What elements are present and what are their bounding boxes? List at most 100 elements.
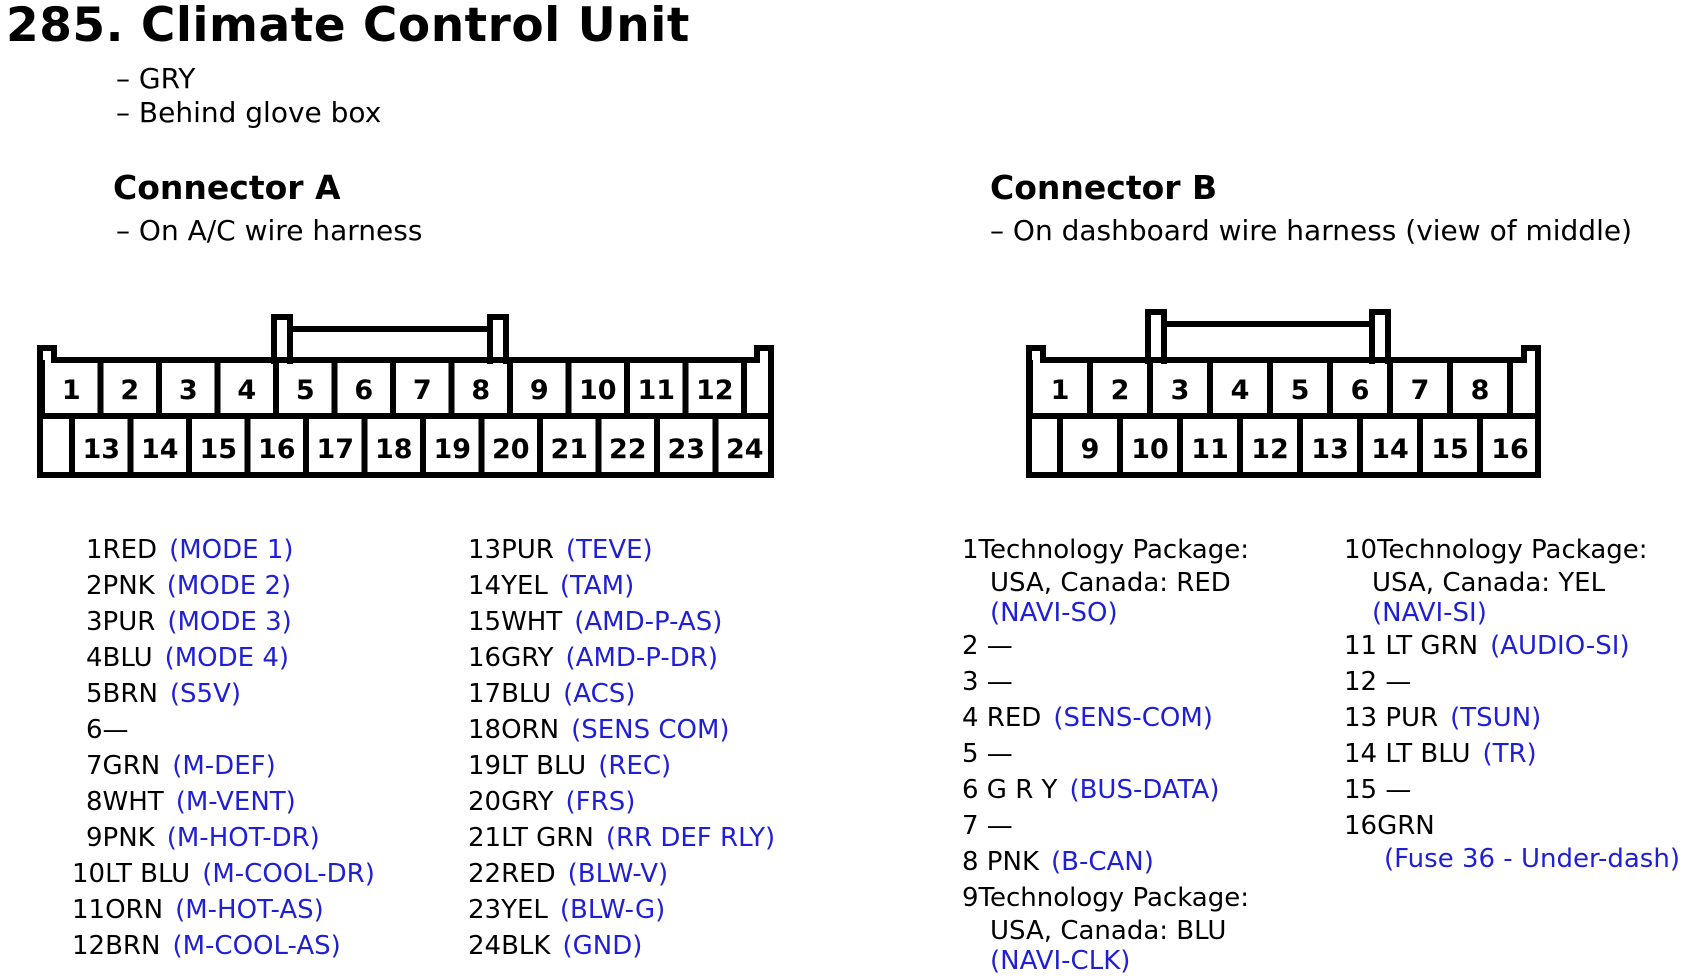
pin-row: 11 LT GRN(AUDIO-SI) [1344, 628, 1680, 664]
connector-a-pin-14: 14 [141, 434, 179, 465]
pin-number: 15 [468, 607, 502, 637]
wire-color: — [978, 811, 1013, 841]
pin-row-continued: USA, Canada: RED [962, 568, 1249, 598]
pin-number: 13 [468, 535, 502, 565]
pin-row: 21LT GRN(RR DEF RLY) [468, 820, 775, 856]
pin-number: 2 [86, 571, 103, 601]
signal-name: (ACS) [563, 679, 636, 709]
pin-number: 8 [86, 787, 103, 817]
pin-row-continued: USA, Canada: BLU [962, 916, 1249, 946]
pin-number: 1 [86, 535, 103, 565]
connector-a-pin-12: 12 [696, 375, 734, 406]
wire-color: GRN [102, 751, 161, 781]
wire-color: — [1377, 667, 1412, 697]
connector-a-pin-9: 9 [530, 375, 549, 406]
pin-row: 18ORN(SENS COM) [468, 712, 775, 748]
wire-color: PUR [1377, 703, 1439, 733]
connector-a-pin-22: 22 [609, 434, 647, 465]
pin-row: 16GRN [1344, 808, 1680, 844]
wire-color: WHT [501, 607, 563, 637]
connector-a-pin-8: 8 [471, 375, 490, 406]
signal-name: (GND) [562, 931, 643, 961]
wire-color: LT BLU [105, 859, 191, 889]
connector-a-pin-17: 17 [316, 434, 354, 465]
wire-color: LT GRN [1377, 631, 1479, 661]
signal-name: (TEVE) [565, 535, 653, 565]
pin-row: 19LT BLU(REC) [468, 748, 775, 784]
wire-color: G R Y [978, 775, 1058, 805]
pin-row: 7 — [962, 808, 1249, 844]
wire-color: GRY [501, 787, 554, 817]
pin-number: 3 [86, 607, 103, 637]
connector-b-pin-15: 15 [1431, 434, 1469, 465]
signal-name: (SENS COM) [571, 715, 730, 745]
wire-color: YEL [501, 571, 548, 601]
wire-color: BRN [105, 931, 161, 961]
wire-color: PNK [102, 823, 155, 853]
pin-number: 10 [1344, 535, 1378, 565]
connector-b-pin-13: 13 [1311, 434, 1349, 465]
connector-a-pin-list-left: 1RED(MODE 1)2PNK(MODE 2)3PUR(MODE 3)4BLU… [72, 532, 375, 964]
pin-number: 11 [72, 895, 106, 925]
pin-row: 10Technology Package: [1344, 532, 1680, 568]
connector-b-pin-9: 9 [1081, 434, 1100, 465]
pin-row: 8WHT(M-VENT) [72, 784, 375, 820]
pin-row: 5BRN(S5V) [72, 676, 375, 712]
signal-name: (AMD-P-DR) [565, 643, 719, 673]
pin-number: 2 [962, 631, 979, 661]
pin-row: 20GRY(FRS) [468, 784, 775, 820]
signal-name: (M-HOT-DR) [166, 823, 320, 853]
pin-number: 17 [468, 679, 502, 709]
signal-name: (MODE 2) [166, 571, 292, 601]
pin-number: 6 [962, 775, 979, 805]
signal-name: (MODE 3) [167, 607, 292, 637]
pin-number: 4 [86, 643, 103, 673]
wire-color: PNK [102, 571, 155, 601]
signal-name: (M-DEF) [172, 751, 276, 781]
wire-color: ORN [105, 895, 164, 925]
wire-color: PNK [978, 847, 1039, 877]
connector-a-pin-20: 20 [492, 434, 530, 465]
signal-name: (AUDIO-SI) [1490, 631, 1630, 661]
wire-color: BLU [501, 679, 552, 709]
wire-color: RED [102, 535, 158, 565]
wire-color: BRN [102, 679, 158, 709]
pin-number: 19 [468, 751, 502, 781]
pin-row: 12BRN(M-COOL-AS) [72, 928, 375, 964]
connector-b-pin-list-right: 10Technology Package:USA, Canada: YEL(NA… [1344, 532, 1680, 874]
signal-name: (NAVI-SI) [1372, 598, 1487, 628]
wire-color: RED [501, 859, 556, 889]
wire-color: BLU [102, 643, 153, 673]
connector-b-pin-6: 6 [1351, 375, 1370, 406]
wire-note: Technology Package: [978, 883, 1249, 913]
wire-color: ORN [501, 715, 560, 745]
wire-color: LT GRN [501, 823, 594, 853]
wire-color: — [978, 667, 1013, 697]
signal-name: (TR) [1482, 739, 1537, 769]
pin-row: 1RED(MODE 1) [72, 532, 375, 568]
signal-name: (M-HOT-AS) [175, 895, 324, 925]
wire-color: — [978, 739, 1013, 769]
pin-row: 22RED(BLW-V) [468, 856, 775, 892]
connector-b-pin-16: 16 [1491, 434, 1529, 465]
wire-color: GRY [501, 643, 554, 673]
connector-a-pin-11: 11 [637, 375, 675, 406]
pin-number: 22 [468, 859, 502, 889]
pin-number: 13 [1344, 703, 1378, 733]
connector-b-pin-1: 1 [1051, 375, 1070, 406]
pin-number: 16 [468, 643, 502, 673]
wire-color: BLK [501, 931, 551, 961]
wire-color: RED [978, 703, 1042, 733]
pin-row: 9Technology Package: [962, 880, 1249, 916]
wire-color: GRN [1377, 811, 1435, 841]
signal-name: (TAM) [559, 571, 635, 601]
connector-b-connector-body [1026, 309, 1541, 478]
pin-row: 4BLU(MODE 4) [72, 640, 375, 676]
signal-name: (NAVI-CLK) [990, 946, 1131, 976]
pin-row: 16GRY (AMD-P-DR) [468, 640, 775, 676]
connector-a-pin-24: 24 [726, 434, 764, 465]
pin-row: 1Technology Package: [962, 532, 1249, 568]
signal-name: (FRS) [565, 787, 636, 817]
wire-color: WHT [102, 787, 164, 817]
